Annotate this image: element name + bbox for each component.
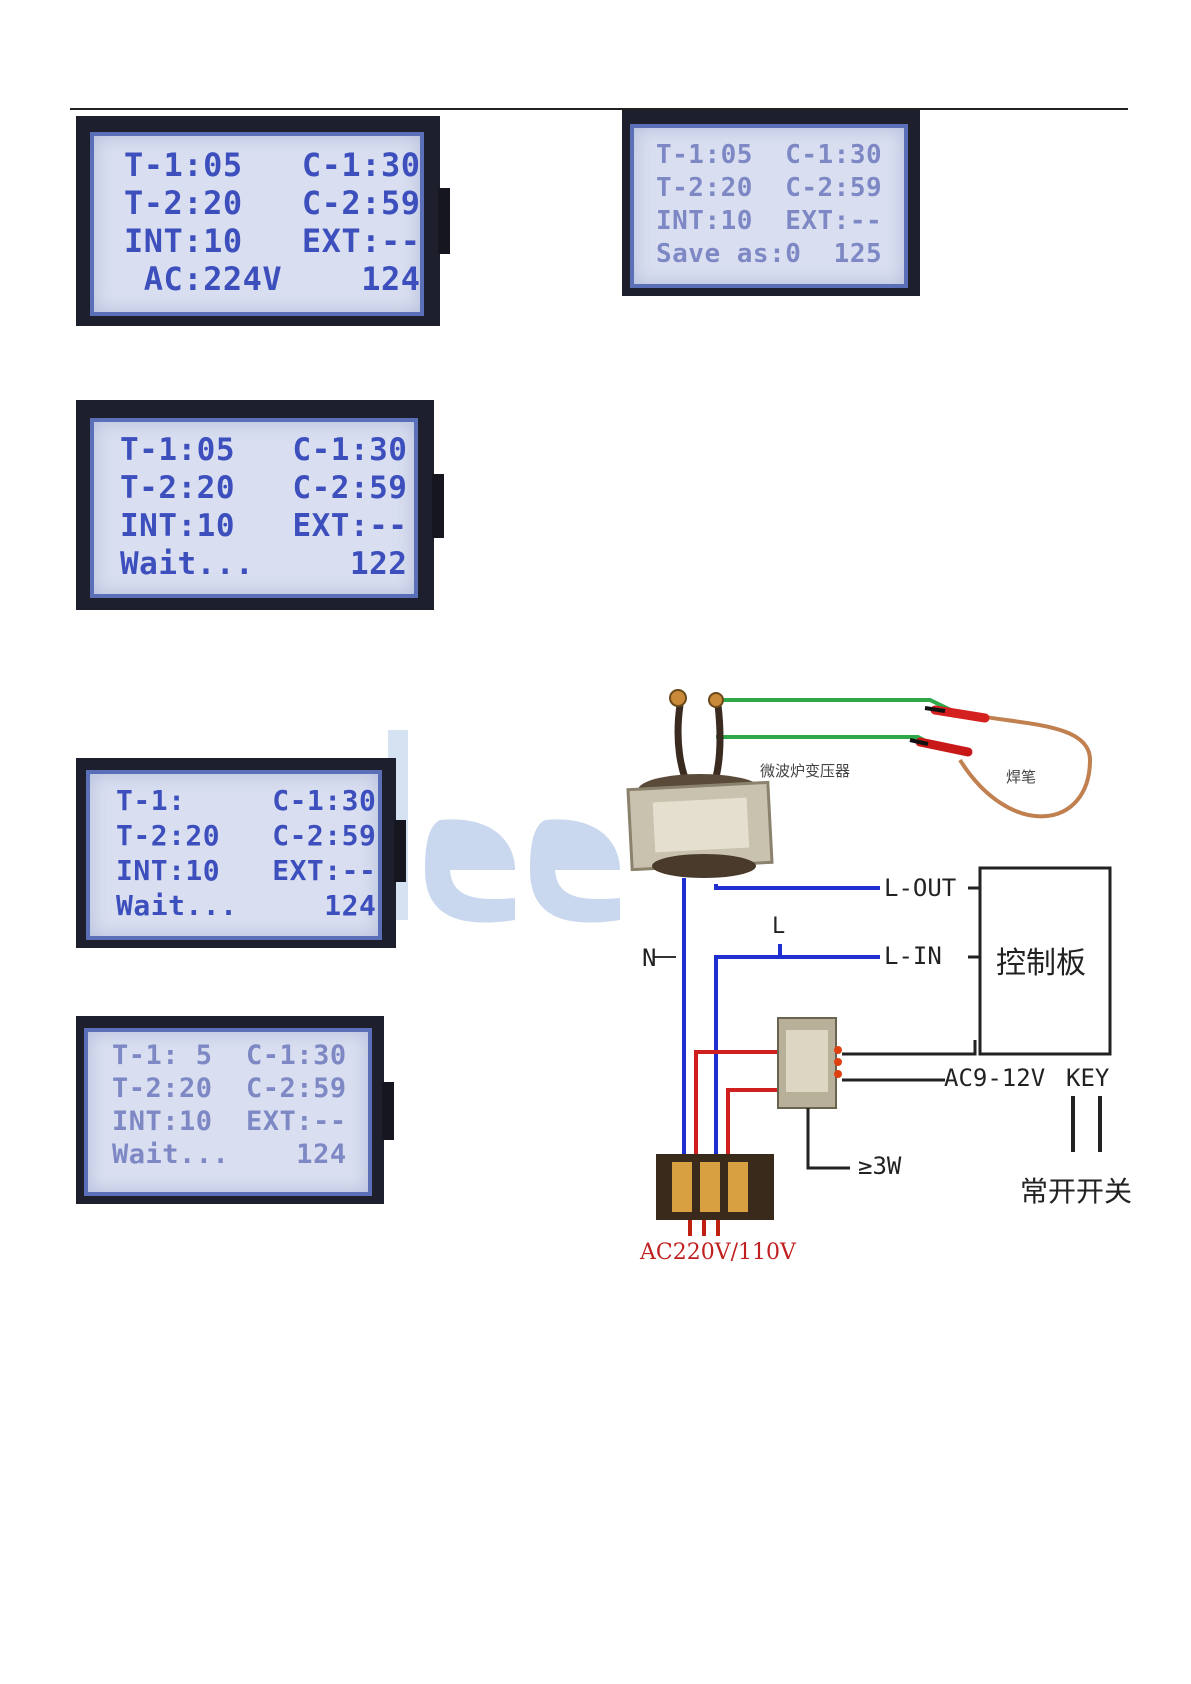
lcd-screen: [630, 124, 908, 288]
key-label: KEY: [1066, 1064, 1110, 1092]
power-label: ≥3W: [858, 1152, 902, 1180]
lcd-connector: [382, 1082, 394, 1140]
lcd-line: T-2:20 C-2:59: [656, 173, 883, 203]
lcd-line: T-1:05 C-1:30: [124, 146, 421, 184]
lcd-connector: [432, 474, 444, 538]
lcd-line: T-2:20 C-2:59: [112, 1073, 347, 1104]
lcd-line: INT:10 EXT:--: [112, 1106, 347, 1137]
control-board-label: 控制板: [996, 946, 1086, 981]
switch-label: 常开开关: [1020, 1175, 1133, 1208]
pen-label: 焊笔: [1006, 768, 1037, 786]
lcd-line: AC:224V 124: [124, 260, 421, 298]
l-out-label: L-OUT: [884, 874, 957, 902]
ac-supply-label: AC9-12V: [944, 1064, 1046, 1092]
lcd-screen: [90, 132, 424, 316]
lcd-line: T-1: 5 C-1:30: [112, 1040, 347, 1071]
lcd-line: T-1: C-1:30: [116, 784, 377, 817]
welding-pen: [909, 705, 1093, 819]
lcd-screen: [90, 418, 418, 598]
lcd-line: T-1:05 C-1:30: [120, 432, 408, 468]
top-divider: [70, 108, 1128, 110]
microwave-transformer: [626, 774, 774, 878]
key-switch: [1071, 1096, 1102, 1152]
lcd-line: T-1:05 C-1:30: [656, 140, 883, 170]
small-transformer: [777, 1017, 842, 1109]
blue-wires: [654, 878, 880, 1170]
transformer-label: 微波炉变压器: [760, 762, 851, 780]
lcd-line: INT:10 EXT:--: [656, 206, 883, 236]
lcd-line: INT:10 EXT:--: [124, 222, 421, 260]
lcd-screen: [86, 770, 382, 940]
lcd-panel-4: T-1: C-1:30 T-2:20 C-2:59 INT:10 EXT:-- …: [76, 758, 406, 948]
lcd-panel-5: T-1: 5 C-1:30 T-2:20 C-2:59 INT:10 EXT:-…: [76, 1016, 394, 1204]
l-label: L: [772, 914, 786, 939]
l-in-label: L-IN: [884, 942, 942, 970]
mains-label: AC220V/110V: [640, 1240, 796, 1265]
lcd-panel-3: T-1:05 C-1:30 T-2:20 C-2:59 INT:10 EXT:-…: [76, 400, 444, 610]
transformer-outputs: [806, 1040, 977, 1170]
lcd-line: Save as:0 125: [656, 239, 883, 269]
lcd-line: T-2:20 C-2:59: [120, 470, 408, 506]
n-label: N: [642, 944, 657, 972]
lcd-connector: [394, 820, 406, 882]
lcd-line: T-2:20 C-2:59: [116, 819, 377, 852]
red-wires: [694, 1050, 780, 1170]
lcd-line: T-2:20 C-2:59: [124, 184, 421, 222]
board-ticks: [968, 886, 980, 959]
lug-terminals: [669, 689, 724, 708]
lcd-line: INT:10 EXT:--: [120, 508, 408, 544]
lcd-panel-1: T-1:05 C-1:30 T-2:20 C-2:59 INT:10 EXT:-…: [76, 116, 450, 326]
lcd-line: Wait... 124: [112, 1139, 347, 1170]
lcd-connector: [438, 188, 450, 254]
lcd-line: Wait... 124: [116, 889, 377, 922]
control-board-box: [978, 866, 1112, 1056]
terminal-block: [656, 1154, 774, 1236]
lcd-screen: [84, 1028, 372, 1196]
lcd-line: Wait... 122: [120, 546, 408, 582]
lcd-line: INT:10 EXT:--: [116, 854, 377, 887]
lcd-panel-2: T-1:05 C-1:30 T-2:20 C-2:59 INT:10 EXT:-…: [622, 110, 920, 296]
